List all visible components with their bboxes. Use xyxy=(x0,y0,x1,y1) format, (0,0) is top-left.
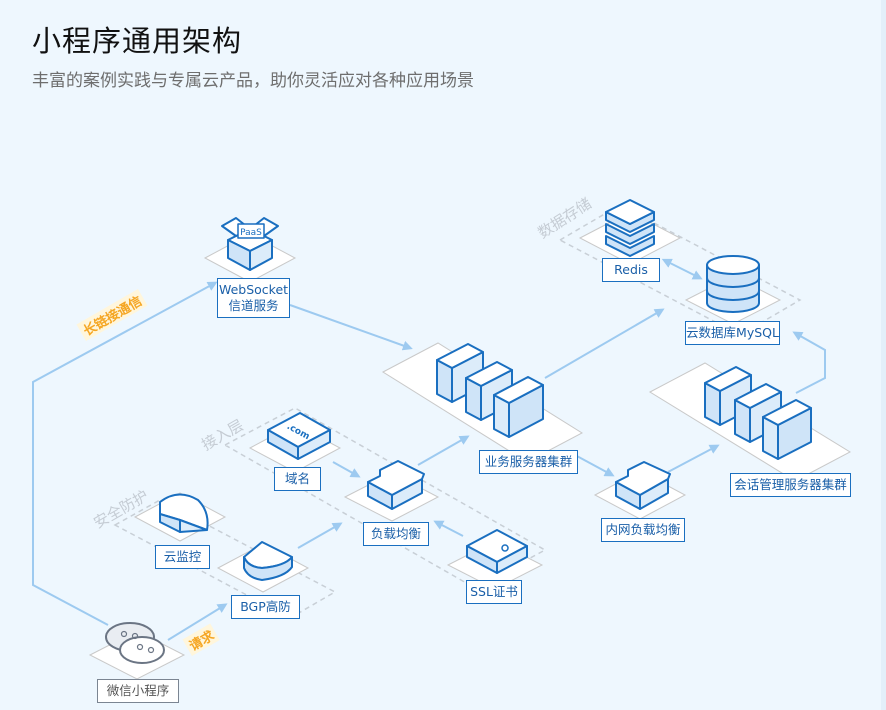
inner-load-balancer-icon xyxy=(615,461,671,510)
node-label-mysql[interactable]: 云数据库MySQL xyxy=(685,321,780,345)
database-icon xyxy=(706,255,760,313)
server-cluster-icon xyxy=(436,343,544,438)
node-label-domain[interactable]: 域名 xyxy=(274,467,321,491)
arrow-miniprogram-to-websocket xyxy=(32,281,218,626)
node-label-session-cluster[interactable]: 会话管理服务器集群 xyxy=(730,473,851,497)
paas-box-icon xyxy=(221,217,279,271)
arrow-websocket-to-biz xyxy=(289,304,413,351)
node-label-lb[interactable]: 负载均衡 xyxy=(363,522,429,546)
arrow-biz-to-innerlb xyxy=(574,454,615,477)
node-label-redis[interactable]: Redis xyxy=(602,258,660,282)
node-label-websocket[interactable]: WebSocket 信道服务 xyxy=(217,278,290,318)
node-label-biz-cluster[interactable]: 业务服务器集群 xyxy=(479,450,578,474)
arrow-bgp-to-lb xyxy=(297,522,343,549)
node-label-monitor[interactable]: 云监控 xyxy=(155,545,210,569)
node-label-miniprogram[interactable]: 微信小程序 xyxy=(97,679,179,703)
arrow-biz-to-mysql xyxy=(544,308,665,379)
page-title: 小程序通用架构 xyxy=(32,24,243,58)
redis-stack-icon xyxy=(605,199,655,257)
shield-icon xyxy=(243,541,293,581)
arrow-innerlb-to-session xyxy=(667,444,720,473)
page-subtitle: 丰富的案例实践与专属云产品，助你灵活应对各种应用场景 xyxy=(32,71,474,91)
page-edge xyxy=(881,0,886,710)
arrow-miniprogram-to-bgp xyxy=(167,603,228,641)
websocket-label-line2: 信道服务 xyxy=(228,298,279,313)
websocket-label-line1: WebSocket xyxy=(218,282,289,297)
arrow-session-to-mysql xyxy=(792,331,826,394)
paas-badge: PaaS xyxy=(240,228,262,238)
arrow-ssl-to-lb xyxy=(433,520,464,537)
load-balancer-icon xyxy=(367,460,425,510)
session-server-cluster-icon xyxy=(704,366,812,460)
node-label-inner-lb[interactable]: 内网负载均衡 xyxy=(601,518,685,542)
arrow-lb-to-biz xyxy=(417,435,470,466)
node-label-bgp[interactable]: BGP高防 xyxy=(231,595,300,619)
certificate-icon xyxy=(466,529,528,574)
group-boundary-storage xyxy=(558,204,802,336)
arrow-redis-mysql xyxy=(661,258,703,280)
domain-icon xyxy=(267,412,331,460)
node-label-ssl[interactable]: SSL证书 xyxy=(466,580,522,604)
wechat-icon xyxy=(105,622,165,664)
arrow-domain-to-lb xyxy=(332,461,361,478)
monitor-icon xyxy=(159,493,209,533)
